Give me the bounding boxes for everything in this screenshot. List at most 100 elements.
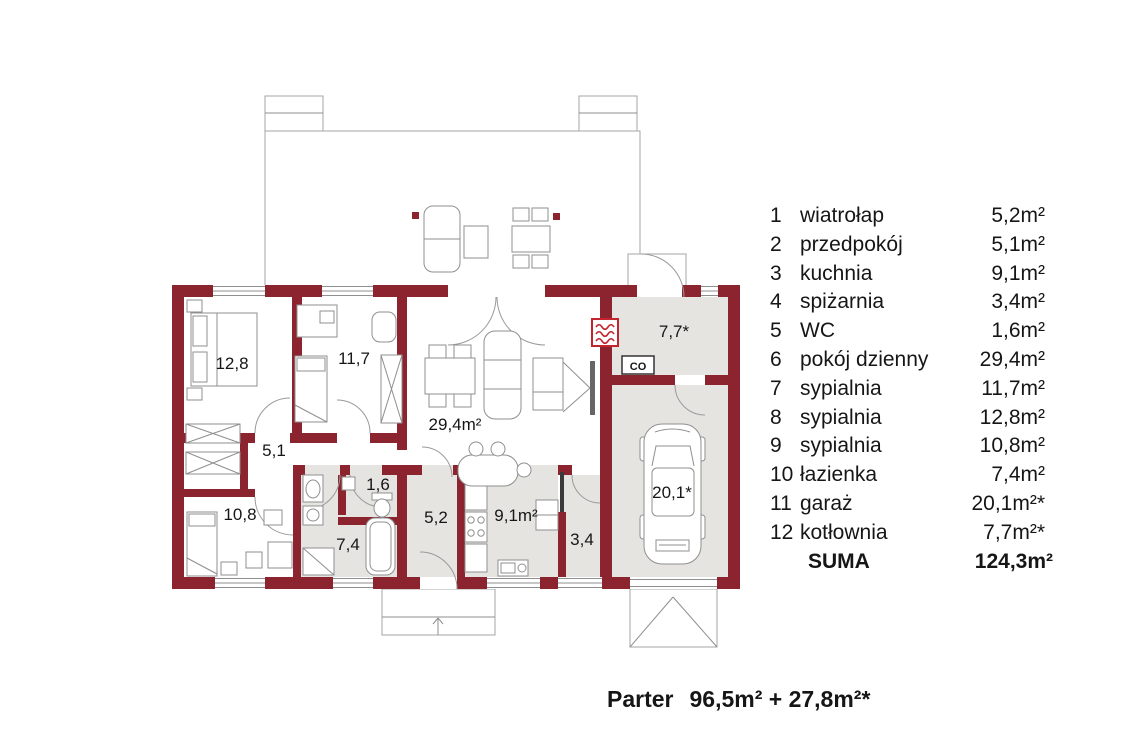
- nightstand: [220, 561, 238, 576]
- co-box: CO: [621, 355, 655, 375]
- cabinet: [245, 551, 263, 569]
- living-room-furniture: [424, 330, 595, 420]
- outdoor-sofa: [423, 205, 461, 273]
- door-arc: [421, 446, 453, 478]
- washing-machine: [302, 505, 324, 526]
- room-number: 8: [770, 405, 782, 429]
- coffee-table: [463, 225, 489, 259]
- room-number: 4: [770, 290, 782, 314]
- nightstand: [186, 387, 203, 401]
- room-label-przedpokoj: 5,1: [262, 441, 286, 460]
- room-area: 12,8m²: [979, 405, 1045, 429]
- room-area: 7,7m²*: [983, 520, 1045, 544]
- chair: [428, 393, 447, 408]
- room-area: 20,1m²*: [971, 491, 1045, 515]
- sink: [302, 474, 324, 503]
- chair: [428, 344, 447, 359]
- room-area: 11,7m²: [981, 376, 1045, 400]
- tv-icon: [590, 361, 595, 415]
- room-label-lazienka: 7,4: [336, 535, 360, 554]
- room-area: 1,6m²: [991, 319, 1045, 343]
- spizarnia-floor: [560, 475, 600, 577]
- room-area: 9,1m²: [991, 261, 1045, 285]
- co-label: CO: [630, 361, 647, 373]
- armchair: [371, 311, 397, 343]
- legend-row: 9 sypialnia 10,8m²: [770, 432, 1053, 461]
- bathroom-furniture: [302, 474, 396, 576]
- stove: [464, 511, 488, 543]
- chair: [453, 344, 472, 359]
- room-area: 29,4m²: [979, 347, 1045, 371]
- room-name: sypialnia: [800, 376, 882, 400]
- room-name: WC: [800, 319, 835, 343]
- room-name: kuchnia: [800, 261, 873, 285]
- room-label-kotlownia: 7,7*: [659, 322, 690, 341]
- room-labels: 12,8 11,7 29,4m² 7,7* 5,1 10,8 7,4 1,6 5…: [215, 322, 692, 554]
- room-area: 5,1m²: [991, 232, 1045, 256]
- wardrobe-icon: [185, 451, 241, 475]
- room-number: 2: [770, 232, 782, 256]
- kotlownia-door-arc: [640, 253, 685, 298]
- room-area: 7,4m²: [991, 463, 1045, 487]
- tv-view-line: [562, 361, 591, 389]
- terrace-post: [553, 213, 560, 220]
- room-number: 9: [770, 434, 782, 458]
- tv-view-line: [562, 387, 591, 413]
- front-door-arc: [419, 551, 458, 590]
- room-number: 3: [770, 261, 782, 285]
- room-name: sypialnia: [800, 405, 882, 429]
- room-name: łazienka: [800, 463, 878, 487]
- terrace: [264, 95, 641, 288]
- room-label-garaz: 20,1*: [652, 483, 692, 502]
- room-name: garaż: [800, 491, 853, 515]
- double-bed: [190, 312, 258, 387]
- kitchen-counter: [535, 499, 559, 531]
- corner-sink: [341, 476, 356, 491]
- toilet: [371, 492, 393, 518]
- dining-table: [424, 344, 476, 408]
- room-name: sypialnia: [800, 434, 882, 458]
- floor-caption-title: Parter: [607, 686, 674, 712]
- wardrobe-icon: [380, 354, 403, 424]
- legend-row: 7 sypialnia 11,7m²: [770, 375, 1053, 404]
- bathtub: [365, 517, 396, 576]
- room-area: 3,4m²: [991, 290, 1045, 314]
- room-label-sypialnia-108: 10,8: [223, 505, 256, 524]
- room-name: kotłownia: [800, 520, 888, 544]
- windows: [213, 286, 718, 588]
- wiatrolap-floor: [407, 465, 457, 577]
- kitchen-counter: [464, 543, 488, 573]
- tv-stand: [532, 357, 564, 411]
- room-number: 7: [770, 376, 782, 400]
- shower: [302, 547, 335, 576]
- room-label-spizarnia: 3,4: [570, 530, 594, 549]
- room-label-pokoj-dzienny: 29,4m²: [429, 415, 482, 434]
- room-name: przedpokój: [800, 232, 903, 256]
- room-name: spiżarnia: [800, 290, 885, 314]
- door-arc: [336, 399, 371, 434]
- room-number: 5: [770, 319, 782, 343]
- kitchen-peninsula: [457, 441, 532, 487]
- outdoor-dining-set: [511, 207, 551, 269]
- room-number: 12: [770, 520, 794, 544]
- room-number: 6: [770, 347, 782, 371]
- sofa: [483, 330, 522, 420]
- wardrobe-icon: [185, 423, 241, 444]
- room-label-sypialnia-117: 11,7: [338, 349, 370, 368]
- bedroom-117-furniture: [294, 304, 403, 424]
- legend-row: 4 spiżarnia 3,4m²: [770, 288, 1053, 317]
- room-number: 11: [770, 491, 792, 515]
- terrace-step: [578, 95, 638, 132]
- room-area: 10,8m²: [979, 434, 1045, 458]
- bar-stool: [490, 441, 506, 457]
- garage-apron: [629, 588, 718, 648]
- room-number: 1: [770, 204, 782, 227]
- desk: [296, 304, 338, 338]
